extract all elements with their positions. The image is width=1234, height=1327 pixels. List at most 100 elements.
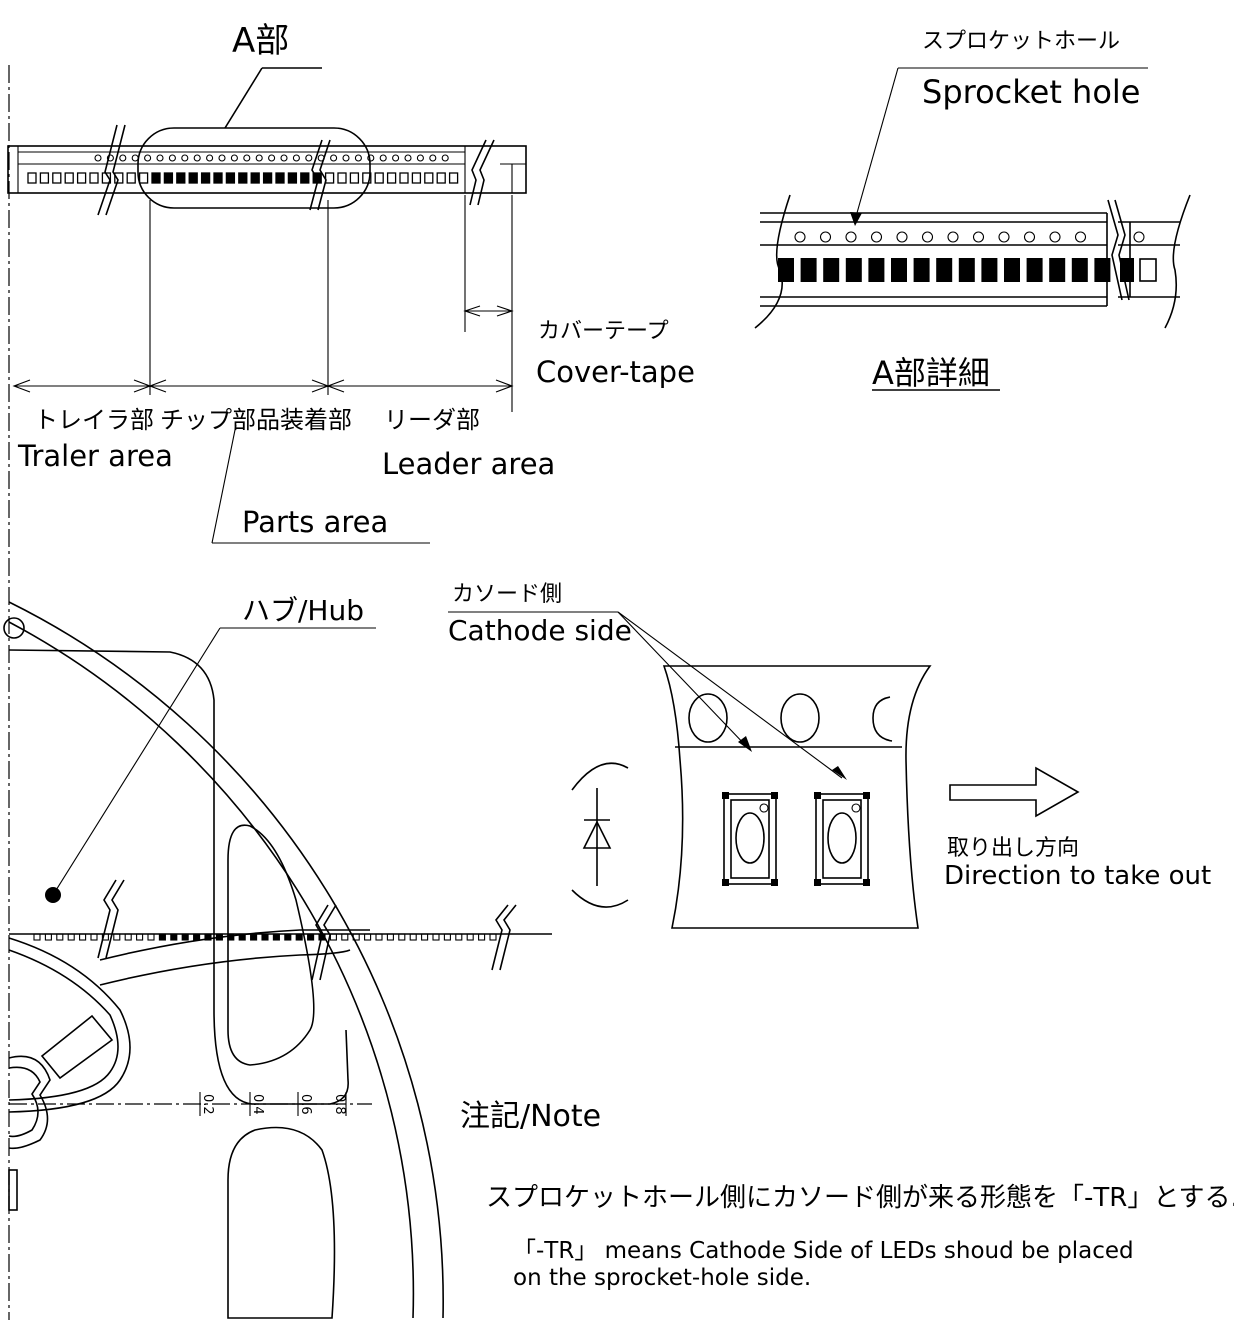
sprocket-hole — [330, 154, 338, 162]
hub-leader — [52, 627, 221, 896]
cathode-side-en: Cathode side — [448, 614, 632, 647]
sprocket-hole — [243, 154, 251, 162]
reel-tape-pocket — [386, 933, 394, 941]
sprocket-hole — [429, 154, 437, 162]
leader-area-en: Leader area — [382, 447, 555, 481]
sprocket-hole — [255, 154, 263, 162]
tape-pocket — [188, 172, 198, 184]
sprocket-hole — [131, 154, 139, 162]
detail-pockets — [778, 258, 1134, 282]
reel-tape-pocket — [432, 933, 440, 941]
sprocket-hole — [292, 154, 300, 162]
a-part-label: A部 — [232, 21, 289, 61]
sprocket-hole — [794, 231, 806, 243]
reel-tape-pocket — [272, 933, 280, 941]
sprocket-hole — [206, 154, 214, 162]
note-title: 注記/Note — [460, 1099, 601, 1134]
sprocket-hole-en: Sprocket hole — [922, 73, 1140, 111]
tape-pocket — [225, 172, 236, 184]
tape-pocket — [138, 172, 149, 184]
sprocket-hole — [972, 231, 985, 243]
gauge-tick-label: 0.4 — [250, 1094, 265, 1115]
reel-tape-pocket — [33, 933, 41, 941]
tape-pocket — [262, 172, 273, 184]
detail-pocket — [1071, 258, 1088, 282]
tape-sprocket-holes — [94, 154, 449, 162]
tape-pocket — [151, 172, 161, 184]
reel-tape-pocket — [136, 933, 144, 941]
sprocket-hole — [896, 231, 908, 243]
direction-arrow-icon — [949, 766, 1080, 818]
reel-tape-pocket — [204, 933, 212, 941]
sprocket-hole — [1049, 231, 1061, 243]
tape-pocket — [250, 172, 260, 184]
tape-pocket — [374, 172, 384, 184]
detail-pocket — [800, 258, 817, 282]
detail-pocket — [1026, 258, 1043, 282]
tape-pocket — [27, 172, 37, 184]
trailer-area-en: Traler area — [17, 439, 173, 473]
parts-area-en: Parts area — [242, 505, 388, 539]
tape-pocket — [411, 172, 422, 184]
detail-pocket — [1094, 258, 1111, 282]
sprocket-hole — [230, 154, 238, 162]
tape-pocket — [436, 172, 446, 184]
reel-tape-pocket — [398, 933, 406, 941]
detail-pocket — [1120, 258, 1134, 282]
tape-pocket — [200, 172, 211, 184]
reel-tape-pocket — [489, 933, 497, 941]
reel-tape-pocket — [67, 933, 75, 941]
diode-symbol-icon — [582, 788, 612, 886]
sprocket-hole — [947, 231, 959, 243]
detail-pocket — [958, 258, 975, 282]
detail-sprocket-holes — [794, 231, 1145, 243]
sprocket-hole — [168, 154, 176, 162]
led-package — [814, 792, 870, 886]
note-en-line-1: 「-TR」 means Cathode Side of LEDs shoud b… — [513, 1238, 1134, 1264]
tape-pockets — [27, 172, 459, 184]
tape-pocket — [114, 172, 124, 184]
sprocket-hole — [144, 154, 152, 162]
reel-tape-pocket — [329, 933, 337, 941]
gauge-tick-label: 0.6 — [298, 1094, 313, 1115]
reel-tape-pocket — [101, 933, 109, 941]
sprocket-hole — [441, 154, 449, 162]
reel-tape-pocket — [409, 933, 417, 941]
detail-pocket — [913, 258, 930, 282]
a-section-leader — [224, 67, 263, 129]
gauge-ticks: 0.2 0.4 0.6 0.8 — [199, 1092, 347, 1116]
sprocket-hole — [416, 154, 424, 162]
sprocket-hole — [819, 231, 832, 243]
reel-tape-pocket — [421, 933, 429, 941]
detail-pocket — [891, 258, 907, 282]
gauge-tick-label: 0.8 — [332, 1094, 347, 1115]
cathode-detail-view — [448, 611, 1080, 929]
tape-pocket — [64, 172, 74, 184]
direction-en: Direction to take out — [944, 861, 1211, 891]
reel-tape-pocket — [147, 933, 155, 941]
reel-view: 0.2 0.4 0.6 0.8 — [3, 601, 552, 1319]
reel-tape-pocket — [478, 933, 486, 941]
tape-pocket — [287, 172, 298, 184]
tape-pocket — [213, 172, 223, 184]
reel-tape-pocket — [261, 933, 269, 941]
reel-tape-pocket — [455, 933, 463, 941]
cover-tape-en: Cover-tape — [536, 355, 695, 389]
sprocket-hole — [392, 154, 400, 162]
tape-pocket — [238, 172, 248, 184]
tape-pocket — [386, 172, 397, 184]
note-en-line-2: on the sprocket-hole side. — [513, 1265, 811, 1291]
tape-top-view — [7, 67, 527, 216]
detail-a-label: A部詳細 — [872, 354, 990, 392]
a-section-outline — [137, 127, 371, 209]
sprocket-hole — [354, 154, 362, 162]
detail-pocket — [823, 258, 840, 282]
sprocket-hole — [305, 154, 313, 162]
reel-outer-rim — [8, 601, 444, 1319]
led-package — [722, 792, 778, 886]
break-mark — [317, 139, 331, 211]
note-jp: スプロケットホール側にカソード側が来る形態を「-TR」とする. — [486, 1183, 1234, 1213]
reel-tape-pocket — [466, 933, 474, 941]
